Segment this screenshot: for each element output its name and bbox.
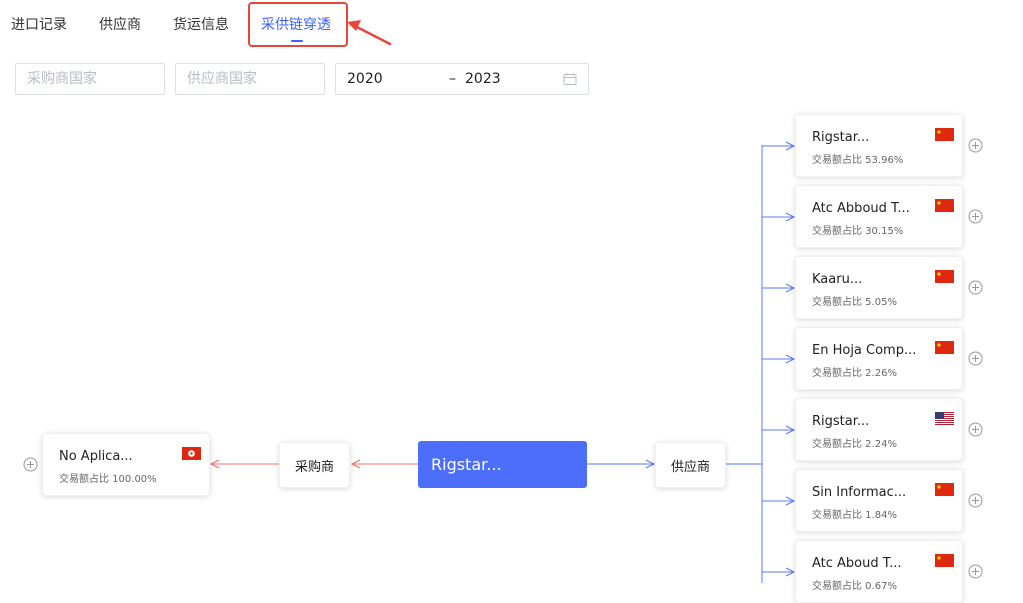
supplier-share: 交易额占比 1.84% bbox=[812, 510, 897, 521]
date-start[interactable]: 2020 bbox=[347, 71, 383, 87]
supplier-name: Kaaru... bbox=[812, 272, 863, 287]
date-range-picker[interactable]: 2020 – 2023 bbox=[335, 63, 589, 95]
supplier-edge-arrow bbox=[785, 496, 796, 506]
supplier-label-node: 供应商 bbox=[655, 442, 726, 488]
supplier-name: En Hoja Comp... bbox=[812, 343, 917, 358]
cn-flag-icon bbox=[935, 199, 954, 212]
buyer-card[interactable]: No Aplica... 交易额占比 100.00% bbox=[42, 433, 210, 496]
us-flag-icon bbox=[935, 412, 954, 425]
cn-flag-icon bbox=[935, 341, 954, 354]
expand-supplier-plus-icon[interactable] bbox=[968, 422, 983, 437]
cn-flag-icon bbox=[935, 270, 954, 283]
supplier-card[interactable]: Rigstar... 交易额占比 2.24% bbox=[795, 398, 963, 461]
expand-supplier-plus-icon[interactable] bbox=[968, 564, 983, 579]
supplier-card[interactable]: Kaaru... 交易额占比 5.05% bbox=[795, 256, 963, 319]
supplier-edge-arrow bbox=[785, 212, 796, 222]
supplier-card[interactable]: En Hoja Comp... 交易额占比 2.26% bbox=[795, 327, 963, 390]
buyer-label-node: 采购商 bbox=[279, 442, 350, 488]
supplier-card[interactable]: Sin Informac... 交易额占比 1.84% bbox=[795, 469, 963, 532]
supplier-name: Rigstar... bbox=[812, 130, 870, 145]
supplier-name: Atc Aboud T... bbox=[812, 556, 902, 571]
supplier-share: 交易额占比 5.05% bbox=[812, 297, 897, 308]
supplier-edge-arrow bbox=[785, 354, 796, 364]
tab-highlight-box bbox=[248, 2, 348, 47]
supply-chain-page: 进口记录 供应商 货运信息 采供链穿透 2020 – 2023 bbox=[0, 0, 983, 603]
expand-supplier-plus-icon[interactable] bbox=[968, 209, 983, 224]
supplier-edge-arrow bbox=[785, 141, 796, 151]
supplier-share: 交易额占比 2.26% bbox=[812, 368, 897, 379]
expand-supplier-plus-icon[interactable] bbox=[968, 138, 983, 153]
cn-flag-icon bbox=[935, 554, 954, 567]
expand-supplier-plus-icon[interactable] bbox=[968, 280, 983, 295]
date-separator: – bbox=[449, 71, 456, 87]
tab-import-records[interactable]: 进口记录 bbox=[11, 17, 67, 33]
tab-suppliers[interactable]: 供应商 bbox=[99, 17, 141, 33]
supplier-card[interactable]: Atc Aboud T... 交易额占比 0.67% bbox=[795, 540, 963, 603]
supplier-share: 交易额占比 53.96% bbox=[812, 155, 904, 166]
buyer-country-input[interactable] bbox=[15, 63, 165, 95]
supplier-card[interactable]: Atc Abboud T... 交易额占比 30.15% bbox=[795, 185, 963, 248]
expand-buyer-plus-icon[interactable] bbox=[23, 457, 38, 472]
supplier-share: 交易额占比 0.67% bbox=[812, 581, 897, 592]
buyer-name: No Aplica... bbox=[59, 449, 133, 464]
hk-flag-icon bbox=[182, 447, 201, 460]
tab-bar: 进口记录 供应商 货运信息 采供链穿透 bbox=[0, 0, 600, 48]
center-company-node[interactable]: Rigstar... bbox=[418, 441, 587, 488]
supplier-country-input[interactable] bbox=[175, 63, 325, 95]
buyer-edges bbox=[209, 459, 418, 469]
cn-flag-icon bbox=[935, 128, 954, 141]
supplier-edge-arrow bbox=[785, 283, 796, 293]
supplier-name: Rigstar... bbox=[812, 414, 870, 429]
expand-supplier-plus-icon[interactable] bbox=[968, 351, 983, 366]
expand-supplier-plus-icon[interactable] bbox=[968, 493, 983, 508]
buyer-share: 交易额占比 100.00% bbox=[59, 474, 157, 485]
date-end[interactable]: 2023 bbox=[465, 71, 501, 87]
tab-supply-chain[interactable]: 采供链穿透 bbox=[261, 17, 331, 33]
supplier-name: Atc Abboud T... bbox=[812, 201, 910, 216]
graph-edges bbox=[209, 141, 796, 583]
callout-arrow-icon bbox=[347, 20, 392, 46]
supplier-share: 交易额占比 30.15% bbox=[812, 226, 904, 237]
active-tab-indicator bbox=[291, 40, 303, 42]
supplier-name: Sin Informac... bbox=[812, 485, 907, 500]
supplier-edge-arrow bbox=[785, 567, 796, 577]
supplier-edge-arrow bbox=[785, 425, 796, 435]
tab-shipping-info[interactable]: 货运信息 bbox=[173, 17, 229, 33]
calendar-icon bbox=[563, 73, 577, 85]
supplier-edges bbox=[587, 141, 796, 583]
supplier-share: 交易额占比 2.24% bbox=[812, 439, 897, 450]
supplier-card[interactable]: Rigstar... 交易额占比 53.96% bbox=[795, 114, 963, 177]
cn-flag-icon bbox=[935, 483, 954, 496]
